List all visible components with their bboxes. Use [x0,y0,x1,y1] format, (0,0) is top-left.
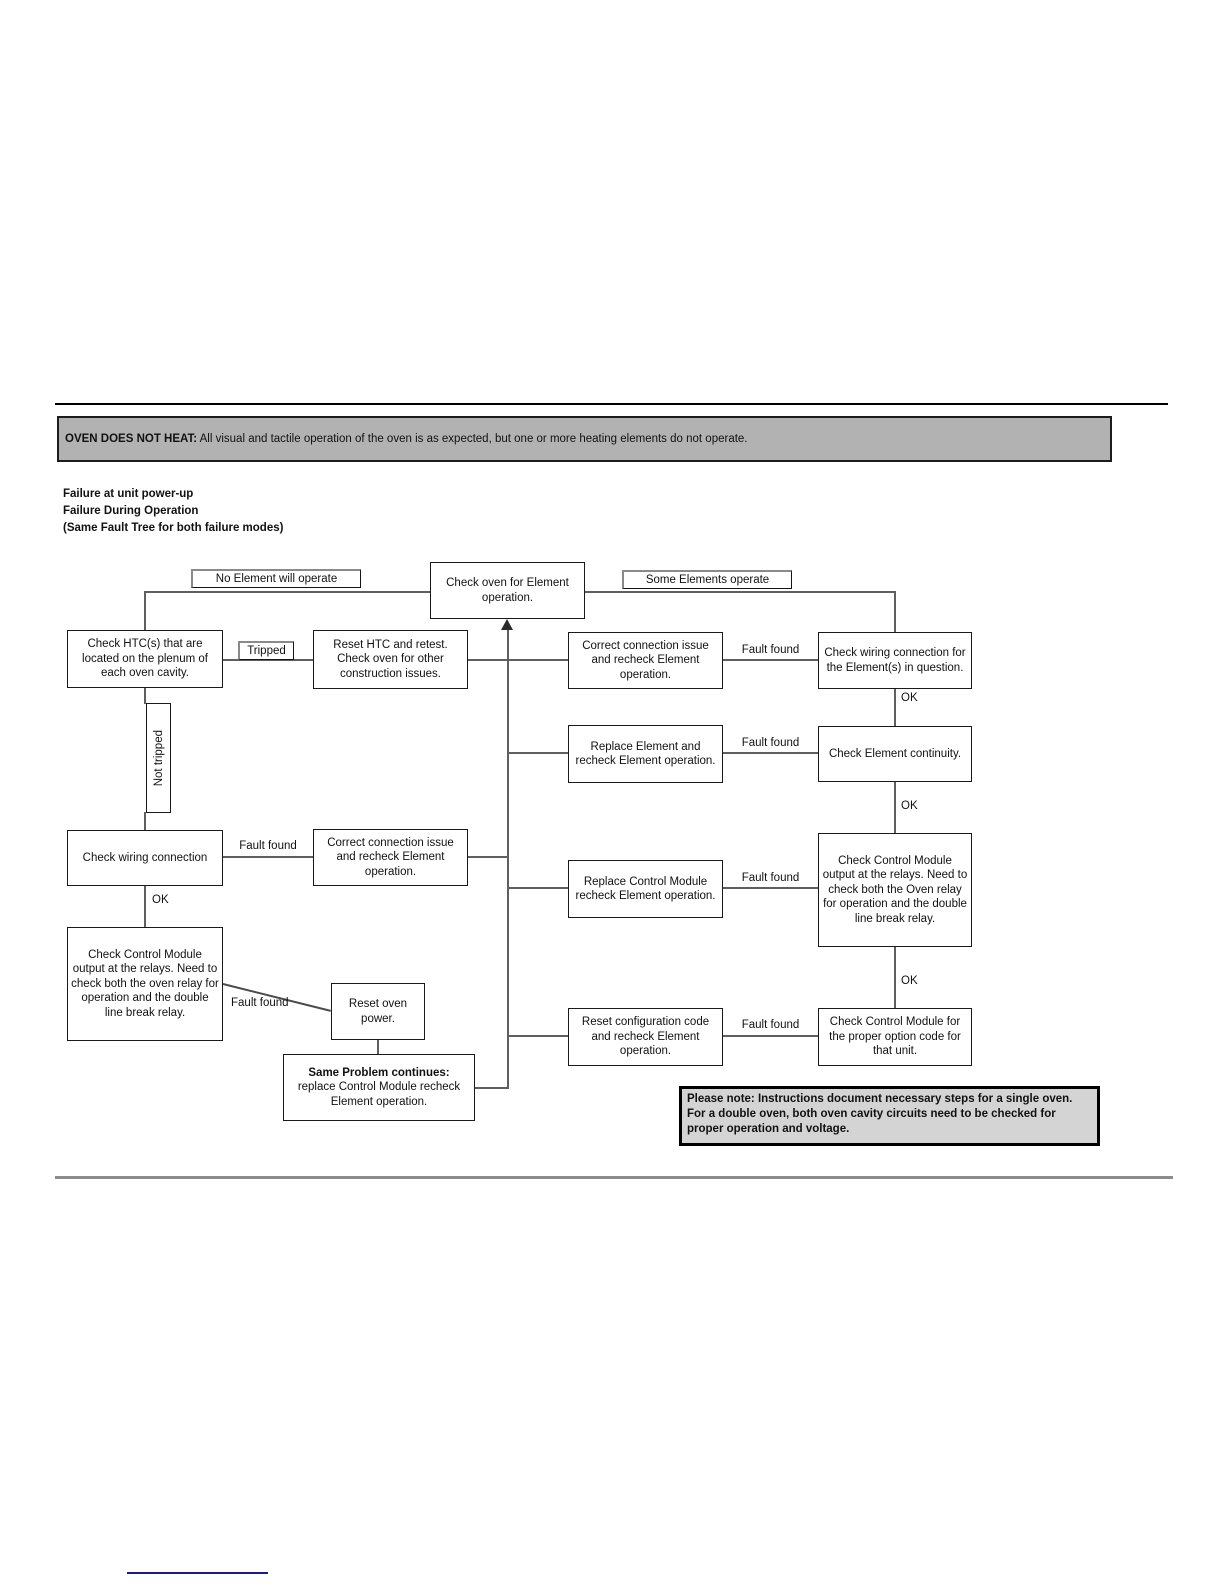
connector-ok-1 [894,689,896,727]
branch-label-some-elements-text: Some Elements operate [645,574,770,586]
connector-resethtc-to-center [468,659,568,661]
connector-center-return [507,629,509,1089]
connector-center-row3 [508,887,568,889]
intro-line-2: Failure During Operation [63,505,199,517]
edge-label-ok-4: OK [152,894,169,906]
node-check-continuity-text: Check Element continuity. [828,747,962,760]
connector-ok-2 [894,782,896,834]
node-check-wiring-text: Check wiring connection [82,851,208,864]
node-replace-element-text: Replace Element and recheck Element oper… [575,740,716,768]
node-cm-output-left: Check Control Module output at the relay… [67,927,223,1041]
section-header: OVEN DOES NOT HEAT: All visual and tacti… [57,416,1112,462]
edge-label-ok-3: OK [901,975,918,987]
node-same-problem: Same Problem continues: replace Control M… [283,1054,475,1121]
node-check-htc: Check HTC(s) that are located on the ple… [67,630,223,688]
edge-label-not-tripped-box: Not tripped [146,703,171,813]
edge-label-tripped-text: Tripped [247,645,286,657]
node-reset-htc-text: Reset HTC and retest. Check oven for oth… [333,638,448,680]
connector-nottripped-top [144,688,146,704]
connector-faultfound-row1 [723,659,818,661]
edge-label-fault-found-1: Fault found [741,644,800,656]
connector-faultfound-row2 [723,752,818,754]
branch-label-no-element-text: No Element will operate [215,573,338,585]
edge-label-not-tripped-text: Not tripped [152,729,165,787]
connector-ok-3 [894,947,896,1008]
node-cm-output-right-text: Check Control Module output at the relay… [822,854,968,925]
node-check-wiring: Check wiring connection [67,830,223,886]
node-same-problem-prefix: Same Problem continues: [308,1066,450,1079]
arrowhead-up-icon [501,619,513,630]
node-correct-connection-1-text: Correct connection issue and recheck Ele… [582,639,709,681]
top-divider [55,403,1168,405]
node-check-wiring-element-text: Check wiring connection for the Element(… [824,647,966,674]
failure-modes-intro: Failure at unit power-up Failure During … [63,486,283,537]
edge-label-tripped-box: Tripped [238,641,294,660]
branch-label-some-elements: Some Elements operate [622,570,792,589]
edge-label-fault-found-4: Fault found [741,1019,800,1031]
edge-label-fault-found-6: Fault found [231,997,289,1009]
note-rest: Instructions document necessary steps fo… [687,1093,1079,1135]
footer-link-underline[interactable] [127,1572,268,1574]
connector-ok-left [144,886,146,928]
intro-line-1: Failure at unit power-up [63,488,194,500]
node-same-problem-text: Same Problem continues: replace Control M… [287,1066,471,1110]
node-reset-config: Reset configuration code and recheck Ele… [568,1008,723,1066]
section-header-text: OVEN DOES NOT HEAT: All visual and tacti… [65,433,748,445]
node-replace-control-module: Replace Control Module recheck Element o… [568,860,723,918]
node-correct-connection-1: Correct connection issue and recheck Ele… [568,632,723,689]
node-reset-htc: Reset HTC and retest. Check oven for oth… [313,630,468,689]
node-cm-output-left-text: Check Control Module output at the relay… [71,948,219,1019]
node-check-oven: Check oven for Element operation. [430,562,585,619]
node-reset-config-text: Reset configuration code and recheck Ele… [581,1016,710,1058]
connector-faultfound-wiring [223,856,313,858]
note-text: Please note: Instructions document neces… [687,1093,1079,1135]
node-replace-control-module-text: Replace Control Module recheck Element o… [575,875,716,903]
connector-corr2-to-center [468,856,509,858]
node-reset-oven-power-text: Reset oven power. [348,998,408,1025]
node-correct-connection-2: Correct connection issue and recheck Ele… [313,829,468,886]
node-correct-connection-2-text: Correct connection issue and recheck Ele… [327,836,454,878]
node-check-htc-text: Check HTC(s) that are located on the ple… [82,638,208,680]
edge-label-ok-2: OK [901,800,918,812]
connector-left-branch-h [145,591,431,593]
edge-label-fault-found-2: Fault found [741,737,800,749]
connector-faultfound-row4 [723,1035,818,1037]
intro-line-3: (Same Fault Tree for both failure modes) [63,522,284,534]
connector-right-branch-h [585,591,896,593]
edge-label-fault-found-5: Fault found [239,840,297,852]
node-reset-oven-power: Reset oven power. [331,983,425,1040]
note-prefix: Please note: [687,1093,755,1105]
node-same-problem-rest: replace Control Module recheck Element o… [297,1081,461,1108]
branch-label-no-element: No Element will operate [191,569,361,588]
node-option-code: Check Control Module for the proper opti… [818,1008,972,1066]
connector-faultfound-row3 [723,887,818,889]
node-check-oven-text: Check oven for Element operation. [446,577,569,604]
node-option-code-text: Check Control Module for the proper opti… [829,1016,961,1058]
node-check-continuity: Check Element continuity. [818,726,972,782]
node-cm-output-right: Check Control Module output at the relay… [818,833,972,947]
connector-nottripped-bottom [144,812,146,831]
node-check-wiring-element: Check wiring connection for the Element(… [818,632,972,689]
note-box: Please note: Instructions document neces… [679,1086,1100,1146]
node-replace-element: Replace Element and recheck Element oper… [568,725,723,783]
connector-center-row2 [508,752,568,754]
connector-tripped [223,659,313,661]
connector-left-branch-v [144,591,146,631]
connector-sameproblem-return [475,1087,509,1089]
connector-center-row4 [508,1035,568,1037]
connector-resetpower-down [377,1040,379,1055]
edge-label-fault-found-3: Fault found [741,872,800,884]
connector-right-branch-v [894,591,896,633]
bottom-divider [55,1176,1173,1179]
edge-label-ok-1: OK [901,692,918,704]
